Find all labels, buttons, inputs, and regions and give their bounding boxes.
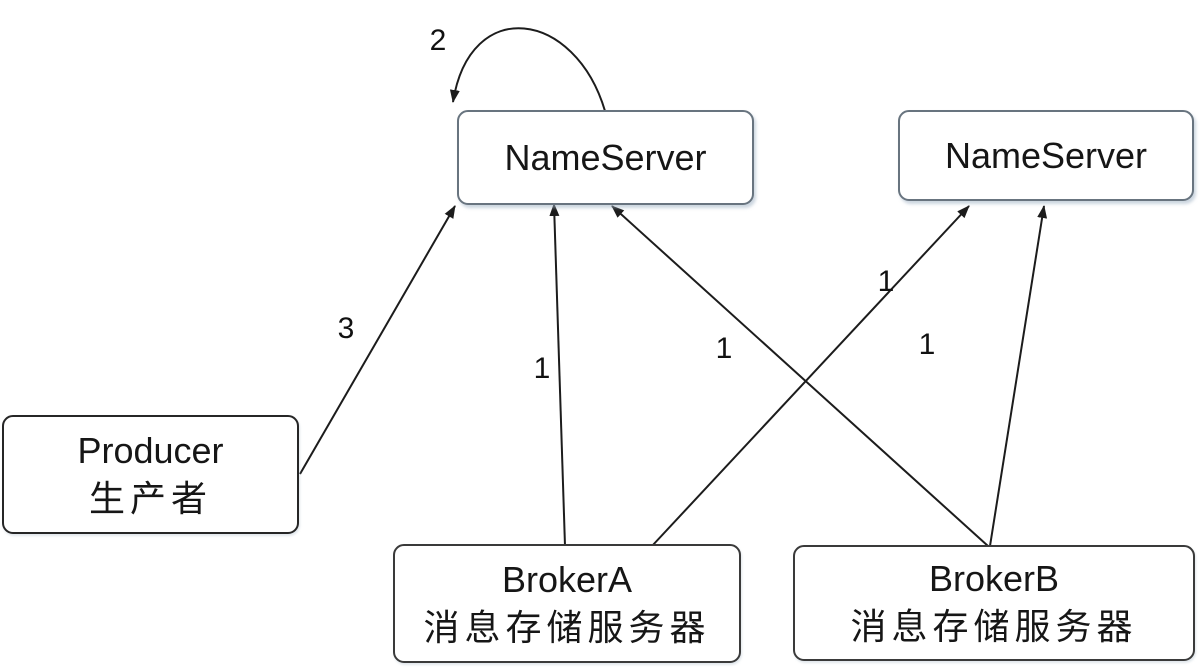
node-broker-b-label: BrokerB: [928, 558, 1060, 600]
edge-label-producer-to-nameserver1: 3: [337, 312, 355, 345]
node-nameserver-1-label: NameServer: [504, 136, 707, 178]
node-producer-label: Producer: [77, 429, 224, 471]
edge-label-brokerA-to-nameserver1: 1: [533, 352, 551, 385]
edge-brokerA-to-nameserver1: [549, 203, 566, 547]
node-broker-b: BrokerB 消息存储服务器: [793, 545, 1195, 661]
node-broker-a: BrokerA 消息存储服务器: [393, 544, 741, 663]
edge-label-brokerB-to-nameserver1: 1: [715, 332, 733, 365]
node-nameserver-2-label: NameServer: [944, 134, 1148, 176]
edge-nameserver1-self-loop: [449, 27, 606, 112]
node-broker-b-sublabel: 消息存储服务器: [850, 606, 1138, 647]
edge-brokerB-to-nameserver2: [989, 205, 1048, 547]
edge-brokerA-to-nameserver2: [651, 205, 970, 547]
node-broker-a-label: BrokerA: [501, 558, 633, 600]
node-broker-a-sublabel: 消息存储服务器: [423, 606, 711, 648]
edge-label-brokerB-to-nameserver2: 1: [918, 328, 936, 361]
node-nameserver-2: NameServer: [898, 110, 1194, 201]
node-producer: Producer 生产者: [2, 415, 299, 534]
node-producer-sublabel: 生产者: [88, 477, 212, 519]
edge-producer-to-nameserver1: [299, 205, 456, 475]
edge-label-brokerA-to-nameserver2: 1: [877, 265, 895, 298]
edge-brokerB-to-nameserver1: [611, 205, 989, 547]
edge-label-nameserver1-self-loop: 2: [429, 24, 447, 57]
node-nameserver-1: NameServer: [457, 110, 754, 205]
